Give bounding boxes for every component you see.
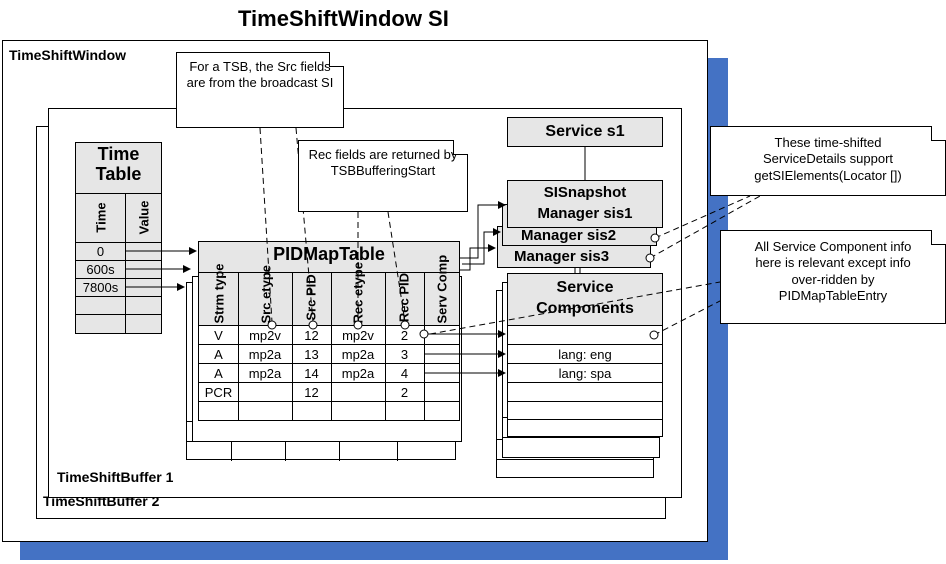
snapshot-manager-sis2-label: Manager sis2 <box>521 227 617 244</box>
window-label: TimeShiftWindow <box>9 47 127 63</box>
pidmap-title-box: PIDMapTable <box>198 241 460 273</box>
note-fold-icon <box>329 52 344 67</box>
time-cell: 600s <box>86 262 115 277</box>
value-cell <box>125 314 162 334</box>
note-fold-icon <box>931 126 946 141</box>
pidmap-body: V mp2v 12 mp2v 2 A mp2a 13 mp2a 3 A mp2a… <box>198 325 460 421</box>
note-time-shifted: These time-shifted ServiceDetails suppor… <box>710 126 946 196</box>
note-fold-icon <box>931 230 946 245</box>
pid-cell: 14 <box>304 365 319 381</box>
value-header-cell: Value <box>125 193 162 243</box>
service-component-row: lang: spa <box>558 365 612 381</box>
diagram-title: TimeShiftWindow SI <box>238 6 449 31</box>
note-rec-fields-text: Rec fields are returned by TSBBufferingS… <box>308 147 458 179</box>
time-table-title: Time Table <box>95 144 142 184</box>
time-cell: 7800s <box>82 280 119 295</box>
snapshot-manager-sis3-label: Manager sis3 <box>514 248 610 265</box>
pid-cell: 13 <box>304 346 319 362</box>
time-cell: 0 <box>96 244 105 259</box>
note-fold-icon <box>453 140 468 155</box>
service-components-title: Service Components <box>536 279 634 317</box>
pid-cell: mp2a <box>341 365 375 381</box>
note-time-shifted-text: These time-shifted ServiceDetails suppor… <box>754 135 902 183</box>
pid-cell: mp2a <box>248 346 282 362</box>
pid-cell: 12 <box>304 384 319 400</box>
pidmap-header-row: Strm type Src etype Src PID Rec etype Re… <box>198 255 460 326</box>
pid-cell: mp2a <box>341 346 375 362</box>
service-components-body: lang: eng lang: spa <box>507 325 663 437</box>
snapshot-manager-sis1: SISnapshot Manager sis1 <box>507 180 663 228</box>
time-table-title-box: Time Table <box>75 142 162 194</box>
buffer1-label: TimeShiftBuffer 1 <box>57 469 174 485</box>
note-rec-fields: Rec fields are returned by TSBBufferingS… <box>298 140 468 212</box>
pid-cell: A <box>214 365 223 381</box>
time-header-cell: Time <box>75 193 126 243</box>
pid-cell: V <box>214 327 223 343</box>
service-component-row: lang: eng <box>558 346 612 362</box>
note-service-component-info: All Service Component info here is relev… <box>720 230 946 324</box>
pid-cell: mp2v <box>342 327 374 343</box>
pid-cell: A <box>214 346 223 362</box>
note-service-component-info-text: All Service Component info here is relev… <box>754 239 912 303</box>
service-s1-label: Service s1 <box>545 123 625 140</box>
pidmap-title: PIDMapTable <box>273 244 385 264</box>
pid-cell: 2 <box>400 384 409 400</box>
note-tsb-src: For a TSB, the Src fields are from the b… <box>176 52 344 128</box>
service-s1-box: Service s1 <box>507 117 663 147</box>
pid-cell: PCR <box>204 384 233 400</box>
snapshot-manager-sis1-line2: Manager sis1 <box>537 205 633 222</box>
service-components-title-box: Service Components <box>507 273 663 326</box>
pid-cell: mp2a <box>248 365 282 381</box>
pid-cell: 12 <box>304 327 319 343</box>
snapshot-manager-sis1-line1: SISnapshot <box>543 184 627 201</box>
pid-cell: 4 <box>400 365 409 381</box>
pid-cell: 2 <box>400 327 409 343</box>
pid-cell: 3 <box>400 346 409 362</box>
pid-cell: mp2v <box>249 327 281 343</box>
note-tsb-src-text: For a TSB, the Src fields are from the b… <box>186 59 334 91</box>
